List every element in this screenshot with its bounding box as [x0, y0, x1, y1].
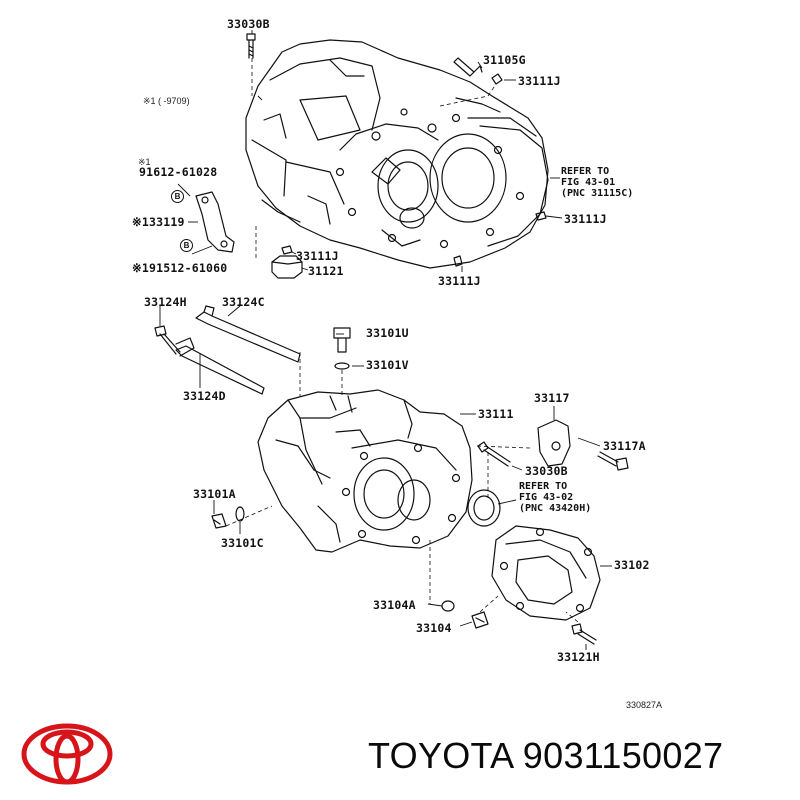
bracket-33117: [537, 419, 571, 467]
gasket-33101C: [235, 506, 245, 522]
label-33124C: 33124C: [222, 295, 265, 309]
bolt-33124H: [154, 325, 181, 355]
label-33101U: 33101U: [366, 326, 409, 340]
circle-b-mark-top: B: [171, 190, 184, 203]
label-note-range: ※1 ( -9709): [143, 96, 190, 106]
brand-part-number: TOYOTA 9031150027: [368, 735, 724, 776]
label-33101V: 33101V: [366, 358, 409, 372]
leader-lines: [159, 30, 612, 650]
pin-33111J-d: [535, 211, 547, 221]
refer-bottom-line-1: REFER TO: [519, 481, 568, 492]
refer-note-top: REFER TO FIG 43-01 (PNC 31115C): [561, 166, 633, 199]
bolt-33117A: [597, 451, 629, 471]
refer-bottom-line-3: (PNC 43420H): [519, 503, 592, 514]
label-note-mark: ※1: [138, 157, 151, 167]
refer-top-line-1: REFER TO: [561, 166, 610, 177]
oil-seal: [467, 489, 501, 527]
label-33111J-a: 33111J: [518, 74, 561, 88]
label-33030B-mid: 33030B: [525, 464, 568, 478]
plug-33101A: [211, 513, 227, 529]
pin-33111J-b: [281, 245, 293, 255]
label-91512-61060: ※191512-61060: [132, 261, 228, 275]
label-33111J-b: 33111J: [296, 249, 339, 263]
label-33104A: 33104A: [373, 598, 416, 612]
pin-33111J-a: [491, 73, 503, 85]
label-33101C: 33101C: [221, 536, 264, 550]
upper-transmission-case: [245, 39, 549, 269]
label-33117: 33117: [534, 391, 570, 405]
refer-top-line-3: (PNC 31115C): [561, 188, 634, 199]
diagram-code: 330827A: [626, 700, 663, 710]
label-33030B-top: 33030B: [227, 17, 270, 31]
bolt-33121H: [571, 623, 597, 645]
alignment-lines: [225, 58, 579, 623]
pin-33111J-c: [453, 255, 463, 267]
extension-housing-33102: [491, 525, 601, 621]
pin-31105G: [453, 57, 483, 77]
toyota-logo-icon: [21, 723, 113, 785]
label-33111: 33111: [478, 407, 514, 421]
gasket-33104A: [441, 600, 455, 612]
label-31121: 31121: [308, 264, 344, 278]
label-31105G: 31105G: [483, 53, 526, 67]
bolt-33030B-top: [246, 33, 256, 59]
plug-33101U: [333, 327, 351, 353]
label-33119: ※133119: [132, 215, 185, 229]
label-33101A: 33101A: [193, 487, 236, 501]
refer-top-line-2: FIG 43-01: [561, 177, 616, 188]
label-33124H: 33124H: [144, 295, 187, 309]
label-33111J-d: 33111J: [564, 212, 607, 226]
label-33111J-c: 33111J: [438, 274, 481, 288]
label-91612-61028: 91612-61028: [139, 165, 218, 179]
magnet-31121: [271, 255, 303, 279]
gasket-33101V: [334, 362, 350, 370]
label-33102: 33102: [614, 558, 650, 572]
label-33124D: 33124D: [183, 389, 226, 403]
label-33104: 33104: [416, 621, 452, 635]
label-33121H: 33121H: [557, 650, 600, 664]
bolt-33030B-mid: [477, 441, 511, 467]
refer-note-bottom: REFER TO FIG 43-02 (PNC 43420H): [519, 481, 591, 514]
circle-b-mark-bottom: B: [180, 239, 193, 252]
lower-transmission-case: [257, 389, 473, 553]
bracket-33119: [195, 191, 235, 253]
plug-33104: [471, 611, 489, 629]
shift-rod-33124C: [195, 305, 301, 363]
shift-rod-33124D: [175, 337, 265, 395]
refer-bottom-line-2: FIG 43-02: [519, 492, 574, 503]
label-33117A: 33117A: [603, 439, 646, 453]
